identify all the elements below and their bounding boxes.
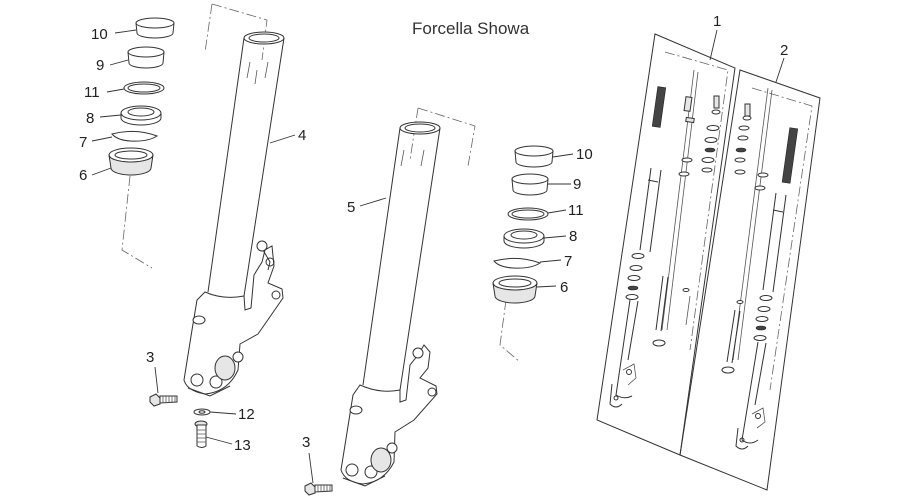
panel-1-small-parts [678, 95, 721, 177]
callout-2: 2 [780, 42, 788, 59]
panel-fork-1 [596, 33, 736, 456]
panel-2-frame [679, 69, 821, 491]
callout-11-left: 11 [84, 84, 100, 101]
panel-2-spring [781, 127, 799, 184]
left-fork-leg-4 [183, 3, 285, 397]
panel-1-spring [651, 86, 667, 128]
callout-8-right: 8 [569, 228, 577, 245]
callout-9-left: 9 [96, 57, 104, 74]
leader-lines [91, 29, 785, 484]
left-part-7-clip [111, 130, 159, 142]
callout-6-left: 6 [79, 167, 87, 184]
right-part-11-ring [507, 207, 549, 221]
left-part-9-bushing [127, 46, 165, 69]
left-stack-axis [121, 175, 153, 269]
middle-fork-leg-5 [340, 107, 476, 487]
left-seal-stack [108, 17, 175, 269]
callout-8-left: 8 [86, 110, 94, 127]
callout-4: 4 [298, 127, 306, 144]
left-part-13-bolt [194, 420, 208, 448]
left-part-6-seal [108, 147, 154, 176]
callout-9-right: 9 [573, 176, 581, 193]
panel-2-small-parts [734, 103, 769, 191]
callout-13: 13 [234, 437, 251, 454]
right-stack-axis [499, 299, 521, 363]
callout-3-left: 3 [146, 349, 154, 366]
callout-10-left: 10 [91, 26, 108, 43]
right-part-7-clip [493, 257, 542, 269]
left-leg-axis [211, 3, 268, 61]
callout-7-right: 7 [564, 253, 572, 270]
left-part-3-bolt [149, 393, 178, 407]
middle-leg-axis [417, 107, 476, 167]
callout-7-left: 7 [79, 134, 87, 151]
middle-part-3-bolt [304, 482, 333, 496]
right-part-6-seal [492, 275, 538, 304]
callout-12: 12 [238, 406, 255, 423]
left-part-11-ring [123, 81, 165, 95]
callout-1: 1 [713, 13, 721, 30]
diagram-title: Forcella Showa [412, 19, 530, 38]
callouts: 10 9 11 8 7 6 4 3 12 13 5 3 10 9 11 8 7 … [79, 13, 788, 454]
callout-5: 5 [347, 199, 355, 216]
panel-fork-2 [679, 69, 821, 491]
callout-6-right: 6 [560, 279, 568, 296]
right-part-8-washer [503, 228, 545, 249]
right-part-10-bushing [514, 145, 554, 168]
left-part-10-bushing [135, 17, 175, 39]
right-part-9-bushing [511, 173, 549, 196]
left-part-8-washer [120, 105, 162, 126]
right-seal-stack [492, 145, 554, 363]
callout-3-middle: 3 [302, 434, 310, 451]
callout-11-right: 11 [568, 202, 584, 219]
left-part-12-washer [193, 408, 211, 416]
callout-10-right: 10 [576, 146, 593, 163]
